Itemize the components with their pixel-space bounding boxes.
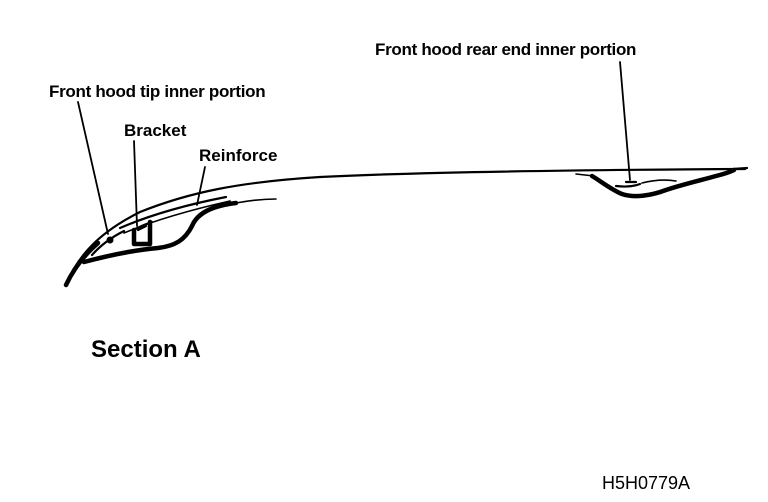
front-hood-tip-inner-portion (81, 198, 277, 265)
label-reinforce: Reinforce (199, 146, 277, 165)
figure-code: H5H0779A (602, 473, 690, 493)
label-front-hood-tip-inner-portion: Front hood tip inner portion (49, 82, 265, 101)
leader-front-hood-tip-inner-portion (77, 101, 109, 235)
label-front-hood-rear-end-inner-portion: Front hood rear end inner portion (375, 40, 636, 59)
section-title: Section A (91, 336, 201, 363)
reinforce-part (118, 195, 231, 234)
leader-reinforce (196, 166, 206, 206)
leader-front-hood-rear-end-inner-portion (619, 61, 631, 181)
leader-bracket (133, 140, 138, 227)
hood-outer-panel (63, 166, 749, 288)
leader-lines (77, 61, 638, 235)
label-bracket: Bracket (124, 121, 187, 140)
front-hood-rear-end-inner-portion (575, 167, 737, 199)
